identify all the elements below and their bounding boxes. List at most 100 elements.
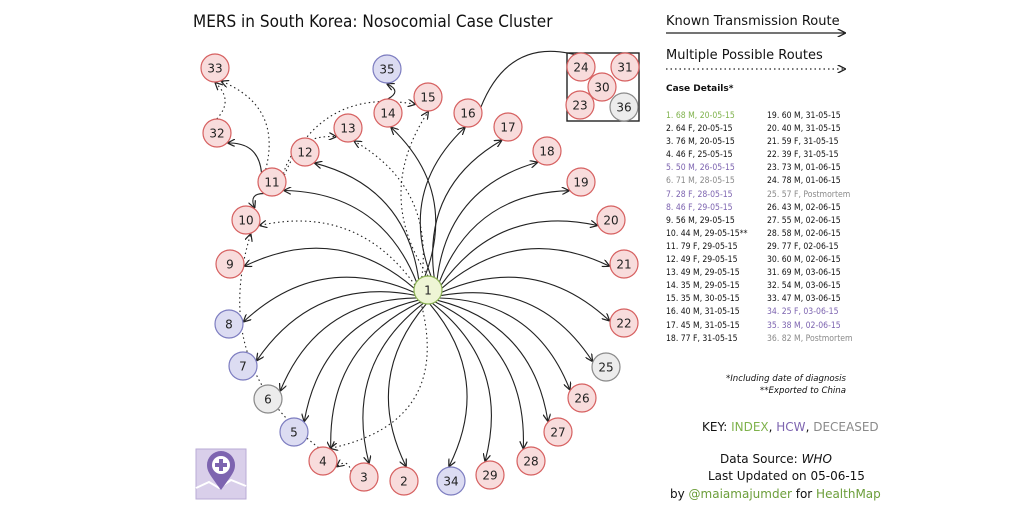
case-node-30[interactable]: 30 [587,72,617,102]
case-node-circle [565,90,595,120]
case-node-25[interactable]: 25 [591,352,621,382]
case-node-label: 28 [523,455,538,469]
case-node-16[interactable]: 16 [453,98,483,128]
key-sep-1: , [768,420,773,434]
author-link[interactable]: @maiamajumder [688,487,792,501]
case-detail-row: 1. 68 M, 20-05-15 [666,111,735,121]
healthmap-logo-icon [195,448,247,500]
case-node-label: 7 [239,360,247,374]
case-node-4[interactable]: 4 [308,446,338,476]
case-detail-row: 25. 57 F, Postmortem [767,189,851,200]
case-node-circle [349,462,379,492]
case-node-20[interactable]: 20 [596,205,626,235]
case-node-13[interactable]: 13 [333,113,363,143]
case-node-label: 24 [573,61,588,75]
attribution-by: by [670,487,685,501]
case-node-3[interactable]: 3 [349,462,379,492]
case-node-label: 31 [617,61,632,75]
case-node-24[interactable]: 24 [566,52,596,82]
case-node-circle [609,92,639,122]
case-node-label: 14 [380,107,395,121]
case-node-8[interactable]: 8 [214,309,244,339]
key-deceased: DECEASED [813,420,879,434]
note-diagnosis: *Including date of diagnosis [725,374,846,384]
case-node-15[interactable]: 15 [413,82,443,112]
case-node-33[interactable]: 33 [200,53,230,83]
key-prefix: KEY: [702,420,728,434]
case-node-label: 23 [572,99,587,113]
case-node-36[interactable]: 36 [609,92,639,122]
case-node-21[interactable]: 21 [609,249,639,279]
case-node-5[interactable]: 5 [279,417,309,447]
case-node-label: 15 [420,91,435,105]
case-detail-row: 24. 78 M, 01-06-15 [767,176,841,187]
case-detail-row: 29. 77 F, 02-06-15 [767,241,839,252]
case-node-26[interactable]: 26 [567,383,597,413]
case-detail-row: 26. 43 M, 02-06-15 [767,202,841,213]
case-node-11[interactable]: 11 [257,167,287,197]
case-node-label: 8 [225,318,233,332]
case-node-circle [228,351,258,381]
case-node-circle [610,52,640,82]
case-node-circle [389,466,419,496]
case-node-label: 6 [264,393,272,407]
case-node-6[interactable]: 6 [253,384,283,414]
case-detail-row: 20. 40 M, 31-05-15 [767,124,841,135]
case-node-label: 32 [209,127,224,141]
case-node-23[interactable]: 23 [565,90,595,120]
case-node-9[interactable]: 9 [215,249,245,279]
case-node-label: 2 [400,475,408,489]
case-node-label: 34 [443,475,458,489]
case-detail-row: 12. 49 F, 29-05-15 [666,255,738,266]
case-node-circle [372,54,402,84]
case-node-10[interactable]: 10 [231,205,261,235]
case-node-35[interactable]: 35 [372,54,402,84]
case-node-18[interactable]: 18 [532,136,562,166]
edge-1-14 [391,128,437,277]
healthmap-link[interactable]: HealthMap [816,487,881,501]
case-detail-row: 4. 46 F, 25-05-15 [666,150,733,161]
edge-11-10 [253,193,265,208]
case-node-14[interactable]: 14 [373,98,403,128]
case-node-circle [566,167,596,197]
case-node-circle [279,417,309,447]
case-node-27[interactable]: 27 [543,417,573,447]
key-index: INDEX [731,420,769,434]
edge-1-11 [284,191,418,283]
case-node-circle [609,308,639,338]
case-node-31[interactable]: 31 [610,52,640,82]
case-node-label: 30 [594,81,609,95]
case-node-29[interactable]: 29 [475,460,505,490]
edge-1-25 [440,292,592,361]
case-node-circle [567,383,597,413]
case-node-17[interactable]: 17 [493,112,523,142]
case-node-19[interactable]: 19 [566,167,596,197]
case-node-32[interactable]: 32 [202,118,232,148]
case-detail-row: 5. 50 M, 26-05-15 [666,163,735,174]
case-node-1[interactable]: 1 [413,275,443,305]
case-detail-row: 9. 56 M, 29-05-15 [666,215,735,226]
case-node-7[interactable]: 7 [228,351,258,381]
case-node-34[interactable]: 34 [436,466,466,496]
case-detail-row: 22. 39 F, 31-05-15 [767,150,839,161]
case-node-28[interactable]: 28 [516,446,546,476]
edge-1-3 [362,302,424,463]
case-node-label: 26 [574,392,589,406]
edge-1-34 [429,303,468,466]
edge-1-7 [257,291,416,361]
case-detail-row: 8. 46 F, 29-05-15 [666,202,733,213]
edge-1-27 [437,299,548,421]
data-source-label: Data Source: [720,452,798,466]
case-node-label: 10 [238,214,253,228]
case-node-label: 5 [290,426,298,440]
key-sep-2: , [805,420,810,434]
case-node-22[interactable]: 22 [609,308,639,338]
edge-1-22 [441,276,609,320]
case-node-circle [566,52,596,82]
case-node-label: 35 [379,63,394,77]
case-node-label: 9 [226,258,234,272]
case-node-circle [516,446,546,476]
case-node-12[interactable]: 12 [290,137,320,167]
case-node-2[interactable]: 2 [389,466,419,496]
